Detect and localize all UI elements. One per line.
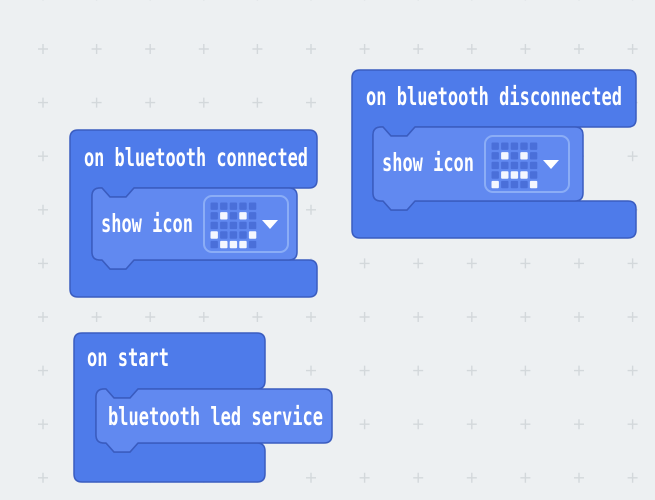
led-cell-off <box>510 142 519 150</box>
led-cell-on <box>529 180 538 189</box>
led-cell-off <box>491 142 499 150</box>
led-cell-off <box>248 240 257 249</box>
led-cell-on <box>520 152 528 160</box>
block-group-on-bluetooth-connected: on bluetooth connected show icon <box>69 129 318 298</box>
led-cell-off <box>510 161 519 170</box>
led-cell-off <box>210 221 218 230</box>
led-cell-off <box>239 231 247 239</box>
statement-label: bluetooth led service <box>108 402 323 431</box>
led-cell-off <box>529 171 538 179</box>
led-cell-on <box>220 240 228 249</box>
led-cell-off <box>529 161 538 170</box>
led-cell-on <box>239 212 247 220</box>
led-cell-off <box>220 231 228 239</box>
led-cell-off <box>220 221 228 230</box>
led-cell-on <box>520 171 528 179</box>
event-label: on start <box>87 343 169 372</box>
led-cell-off <box>220 202 228 210</box>
dropdown-arrow-icon <box>543 160 559 169</box>
block-group-on-bluetooth-disconnected: on bluetooth disconnected show icon <box>351 69 637 239</box>
led-cell-off <box>229 212 238 220</box>
event-label: on bluetooth disconnected <box>366 82 622 111</box>
led-cell-on <box>239 240 247 249</box>
led-cell-on <box>220 212 228 220</box>
led-cell-off <box>510 180 519 189</box>
led-cell-off <box>248 221 257 230</box>
led-cell-off <box>529 142 538 150</box>
led-cell-on <box>491 180 499 189</box>
led-cell-off <box>510 152 519 160</box>
led-cell-off <box>520 180 528 189</box>
led-cell-off <box>210 212 218 220</box>
led-cell-off <box>501 180 509 189</box>
led-cell-off <box>491 161 499 170</box>
led-cell-off <box>229 221 238 230</box>
led-cell-off <box>248 202 257 210</box>
led-cell-off <box>491 171 499 179</box>
led-cell-on <box>510 171 519 179</box>
led-cell-off <box>491 152 499 160</box>
led-cell-off <box>239 221 247 230</box>
led-cell-off <box>210 240 218 249</box>
led-cell-off <box>529 152 538 160</box>
led-cell-off <box>520 161 528 170</box>
statement-block-bluetooth-led-service[interactable] <box>95 388 333 453</box>
led-cell-on <box>501 171 509 179</box>
led-cell-on <box>501 152 509 160</box>
led-cell-on <box>210 231 218 239</box>
dropdown-arrow-icon <box>262 220 278 229</box>
led-cell-off <box>239 202 247 210</box>
led-cell-on <box>248 231 257 239</box>
led-cell-on <box>229 240 238 249</box>
led-matrix-icon <box>210 202 257 249</box>
statement-label: show icon <box>101 209 193 238</box>
led-matrix-icon <box>491 142 538 189</box>
led-cell-off <box>229 231 238 239</box>
event-label: on bluetooth connected <box>84 143 308 172</box>
led-cell-off <box>229 202 238 210</box>
block-group-on-start: on start bluetooth led service <box>73 332 333 483</box>
led-cell-off <box>248 212 257 220</box>
led-cell-off <box>520 142 528 150</box>
statement-label: show icon <box>382 148 474 177</box>
led-cell-off <box>501 142 509 150</box>
led-cell-off <box>501 161 509 170</box>
led-cell-off <box>210 202 218 210</box>
